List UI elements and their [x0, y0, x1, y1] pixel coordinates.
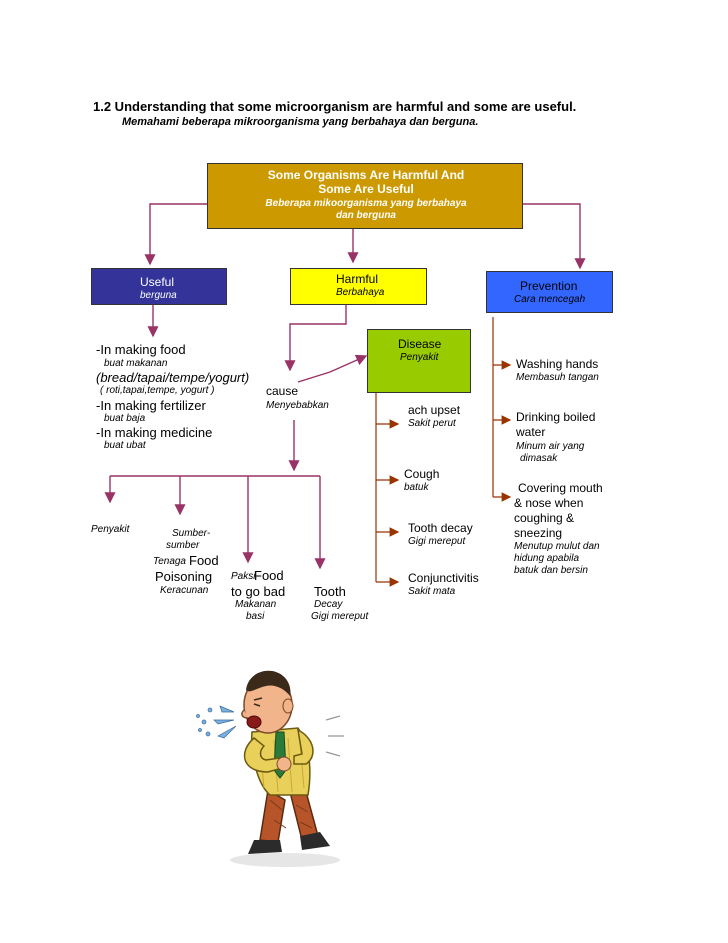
prevention-item-3-line2: & nose when	[514, 496, 584, 510]
prevention-item-2-sub-2: dimasak	[520, 453, 558, 464]
disease-item-2: Cough	[404, 467, 440, 481]
disease-item-1-sub: Sakit perut	[408, 418, 456, 429]
useful-item-2: (bread/tapai/tempe/yogurt)	[96, 370, 250, 385]
useful-item-1: -In making food	[96, 342, 186, 357]
disease-box: Disease Penyakit	[367, 329, 471, 393]
disease-item-2-sub: batuk	[404, 482, 429, 493]
root-title-line1: Some Organisms Are Harmful And	[267, 168, 465, 182]
useful-item-1-sub: buat makanan	[104, 358, 168, 369]
useful-item-4: -In making medicine	[96, 425, 213, 440]
effect-paksi: Paksi	[231, 571, 256, 582]
useful-label: Useful	[140, 275, 175, 289]
prevention-label: Prevention	[520, 279, 578, 293]
sneezing-man-illustration	[196, 670, 344, 867]
harmful-label: Harmful	[336, 272, 379, 286]
effect-tenaga: Tenaga	[153, 556, 186, 567]
disease-item-3-sub: Gigi mereput	[408, 536, 466, 547]
root-subtitle-line1: Beberapa mikoorganisma yang berbahaya	[265, 198, 467, 209]
effect-sumber-1: Sumber-	[172, 528, 211, 539]
effect-tooth: Tooth	[314, 584, 346, 599]
useful-item-4-sub: buat ubat	[104, 440, 146, 451]
cause-label: cause	[266, 384, 299, 398]
useful-item-3: -In making fertilizer	[96, 398, 206, 413]
cause-sub: Menyebabkan	[266, 400, 329, 411]
page-subtitle: Memahami beberapa mikroorganisma yang be…	[122, 116, 479, 128]
useful-item-3-sub: buat baja	[104, 413, 146, 424]
root-title-line2: Some Are Useful	[318, 182, 414, 196]
prevention-item-2-line2: water	[516, 425, 546, 439]
useful-box: Useful berguna	[91, 268, 227, 305]
prevention-item-3: Covering mouth	[518, 481, 603, 495]
effect-penyakit: Penyakit	[91, 524, 130, 535]
arrow-harmful-cause	[284, 305, 347, 372]
prevention-item-2: Drinking boiled	[516, 410, 596, 424]
prevention-item-2-sub: Minum air yang	[516, 441, 585, 452]
arrow-root-prevention	[523, 203, 586, 270]
prevention-item-3-line4: sneezing	[514, 526, 563, 540]
prevention-sub: Cara mencegah	[514, 294, 586, 305]
effect-food: Food	[189, 553, 219, 568]
disease-item-4: Conjunctivitis	[408, 571, 479, 585]
prevention-item-3-sub-2: hidung apabila	[514, 553, 580, 564]
effect-sumber-2: sumber	[166, 540, 200, 551]
prevention-item-3-sub-3: batuk dan bersin	[514, 565, 588, 576]
effect-gigi: Gigi mereput	[311, 611, 369, 622]
disease-sub: Penyakit	[400, 352, 439, 363]
arrow-cause-disease	[297, 354, 368, 383]
disease-item-3: Tooth decay	[408, 521, 473, 535]
effect-decay: Decay	[314, 599, 343, 610]
disease-item-1: ach upset	[408, 403, 461, 417]
prevention-item-1-sub: Membasuh tangan	[516, 372, 599, 383]
prevention-box: Prevention Cara mencegah	[486, 271, 613, 313]
effect-to-go-bad: to go bad	[231, 584, 286, 599]
root-box: Some Organisms Are Harmful And Some Are …	[207, 163, 523, 229]
root-subtitle-line2: dan berguna	[335, 210, 396, 221]
effect-basi: basi	[246, 611, 265, 622]
useful-item-2-sub: ( roti,tapai,tempe, yogurt )	[100, 385, 215, 396]
effect-makanan: Makanan	[235, 599, 277, 610]
effect-food-2: Food	[254, 568, 284, 583]
prevention-item-1: Washing hands	[516, 357, 599, 371]
prevention-item-3-line3: coughing &	[514, 511, 575, 525]
useful-sub: berguna	[140, 290, 177, 301]
disease-label: Disease	[398, 337, 442, 351]
disease-item-4-sub: Sakit mata	[408, 586, 456, 597]
arrow-root-useful	[144, 203, 208, 266]
harmful-sub: Berbahaya	[336, 287, 385, 298]
page-title: 1.2 Understanding that some microorganis…	[93, 99, 577, 114]
prevention-item-3-sub-1: Menutup mulut dan	[514, 541, 600, 552]
effect-poisoning: Poisoning	[155, 569, 213, 584]
effect-keracunan: Keracunan	[160, 585, 209, 596]
harmful-box: Harmful Berbahaya	[290, 268, 427, 305]
